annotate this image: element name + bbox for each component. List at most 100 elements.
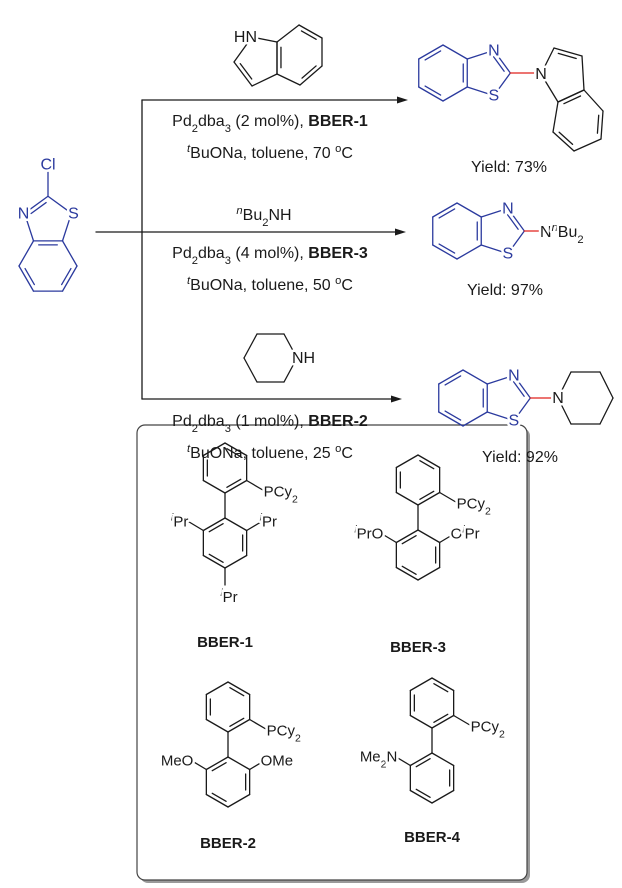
- bber-2-top-ring-double-bond: [229, 687, 245, 697]
- reaction-3-conditions-base-solvent-temp: tBuONa, toluene, 25 oC: [187, 443, 353, 462]
- indole-reagent-benzene-bond: [276, 73, 301, 86]
- starting-material-thiazole-bond: [23, 212, 35, 242]
- bber-4-pcy2-label-part: 2: [499, 729, 505, 741]
- product-1-benzene-double-bond: [424, 85, 442, 96]
- indole-nitrogen-atom-part: N: [535, 66, 547, 83]
- isopropyl-label-part: i: [260, 512, 263, 524]
- product-1-indole-benzene-bond: [557, 89, 585, 103]
- reaction-1-conditions-catalyst-part: (2 mol%),: [231, 113, 308, 130]
- ligand-name-bber-4-part: BBER-4: [404, 829, 460, 846]
- starting-material-benzene-bond: [18, 240, 35, 267]
- reaction-2-conditions-base-solvent-temp-part: t: [187, 275, 191, 287]
- reaction-2-conditions-catalyst-part: 2: [192, 255, 198, 267]
- product-1-indole-benzene-bond: [583, 89, 604, 112]
- bber-4-lower-ring-bond: [431, 752, 455, 767]
- ligand-name-bber-3: BBER-3: [390, 639, 446, 656]
- reaction-2-conditions-catalyst-part: (4 mol%),: [231, 245, 308, 262]
- ligand-name-bber-1: BBER-1: [197, 634, 253, 651]
- methoxy-label-part: OMe: [261, 753, 294, 770]
- dimethylamino-label-part: 2: [381, 759, 387, 771]
- product-3-thiazole-bond: [513, 374, 531, 399]
- bber-3-o-bond: [380, 532, 397, 544]
- reaction-2-conditions-catalyst-part: BBER-3: [308, 245, 368, 262]
- bber-2-pcy2-label-part: 2: [295, 733, 301, 745]
- product-1-benzene-bond: [418, 86, 444, 102]
- bber-2-lower-ring-bond: [227, 793, 251, 808]
- bber-2-pcy2-label: PCy2: [267, 723, 301, 745]
- bber-3-pcy2-label: PCy2: [457, 496, 491, 518]
- chlorine-atom-part: Cl: [40, 156, 55, 173]
- product-2-benzene-double-bond: [438, 208, 456, 219]
- piperidine-nitrogen-atom: N: [552, 390, 564, 407]
- bber-3-top-ring-bond: [417, 454, 441, 469]
- product-3-piperidine-bond: [599, 371, 614, 399]
- dibutylamino-group: NnBu2: [540, 222, 584, 246]
- product-1-indole-benzene-bond: [552, 131, 575, 152]
- product-3-thiazole-double-bond: [512, 381, 525, 397]
- bber-4-lower-ring-double-bond: [415, 788, 431, 798]
- indole-reagent-pyrrole-bond: [233, 36, 253, 63]
- reaction-3-conditions-base-solvent-temp-part: t: [187, 443, 191, 455]
- bber-1-lower-ring-bond: [202, 554, 226, 569]
- bber-1-lower-ring-bond: [224, 517, 248, 532]
- reaction-2-conditions-catalyst: Pd2dba3 (4 mol%), BBER-3: [172, 245, 368, 267]
- reaction-1-conditions-catalyst-part: dba: [198, 113, 225, 130]
- reaction-1-conditions-catalyst-part: 3: [225, 123, 231, 135]
- reaction-1-conditions-catalyst-part: 2: [192, 123, 198, 135]
- product-1-benzene-bond: [418, 44, 444, 60]
- bber-1-p-bond: [246, 479, 265, 492]
- product-3-piperidine-bond: [599, 397, 614, 425]
- product-2-thiazole-bond: [507, 207, 525, 232]
- sulfur-atom-part: S: [489, 87, 500, 104]
- nitrogen-atom: N: [502, 200, 514, 217]
- product-1-pyrrole-bond: [553, 47, 583, 57]
- bber-2-pcy2-label-part: PCy: [267, 723, 296, 740]
- chlorine-atom: Cl: [40, 156, 55, 173]
- piperidine-nh-label: NH: [292, 350, 315, 367]
- bber-1-lower-ring-bond: [202, 517, 226, 532]
- isopropoxy-label: OiPr: [451, 524, 480, 543]
- nitrogen-atom: N: [18, 205, 30, 222]
- bber-2-lower-ring-double-bond: [211, 792, 227, 802]
- piperidine-nitrogen-atom-part: N: [552, 390, 564, 407]
- isopropoxy-label-part: i: [462, 524, 465, 536]
- bber-3-lower-ring-bond: [395, 566, 419, 581]
- bber-4-top-ring-bond: [409, 677, 433, 692]
- bber-3-lower-ring-double-bond: [401, 535, 417, 545]
- arrow-reaction-2-head: [395, 228, 406, 236]
- product-1-indole-benzene-bond: [552, 101, 559, 133]
- bber-1-lower-ring-double-bond: [208, 523, 224, 533]
- starting-material-benzene-bond: [61, 265, 78, 292]
- ligand-name-bber-2: BBER-2: [200, 835, 256, 852]
- indole-nh-label: HN: [234, 29, 257, 46]
- bber-4-pcy2-label: PCy2: [471, 719, 505, 741]
- bber-1-top-ring-double-bond: [226, 478, 242, 488]
- product-1-thiazole-bond: [466, 86, 495, 97]
- bber-3-top-ring-bond: [417, 491, 441, 506]
- bber-4-top-ring-double-bond: [433, 713, 449, 723]
- product-1-indole-benzene-bond: [573, 138, 602, 152]
- indole-nh-label-part: HN: [234, 29, 257, 46]
- methoxy-label: OMe: [261, 753, 294, 770]
- reaction-3-conditions-base-solvent-temp-part: BuONa, toluene, 25: [190, 445, 335, 462]
- reaction-3-conditions-catalyst-part: BBER-2: [308, 413, 368, 430]
- bber-1-pcy2-label-part: PCy: [264, 484, 293, 501]
- bber-2-lower-ring-double-bond: [211, 762, 227, 772]
- nitrogen-atom-part: N: [502, 200, 514, 217]
- bber-1-pcy2-label: PCy2: [264, 484, 298, 506]
- reaction-3-conditions-catalyst-part: 2: [192, 423, 198, 435]
- starting-material-benzene-double-bond: [24, 267, 36, 286]
- reaction-1-conditions-catalyst-part: Pd: [172, 113, 192, 130]
- arrow-reaction-1-head: [397, 96, 408, 104]
- sulfur-atom: S: [503, 245, 514, 262]
- bber-2-lower-ring-bond: [205, 756, 229, 771]
- bber-2-o-bond: [249, 759, 266, 771]
- isopropoxy-label-part: Pr: [465, 526, 480, 543]
- product-2-thiazole-bond: [480, 244, 509, 255]
- product-3-benzene-double-bond: [444, 375, 462, 386]
- yield-reaction-2-part: Yield: 97%: [467, 282, 543, 299]
- indole-reagent-pyrrole-double-bond: [239, 63, 253, 80]
- bber-2-top-ring-double-bond: [229, 717, 245, 727]
- ligand-name-bber-2-part: BBER-2: [200, 835, 256, 852]
- ligand-name-bber-4: BBER-4: [404, 829, 460, 846]
